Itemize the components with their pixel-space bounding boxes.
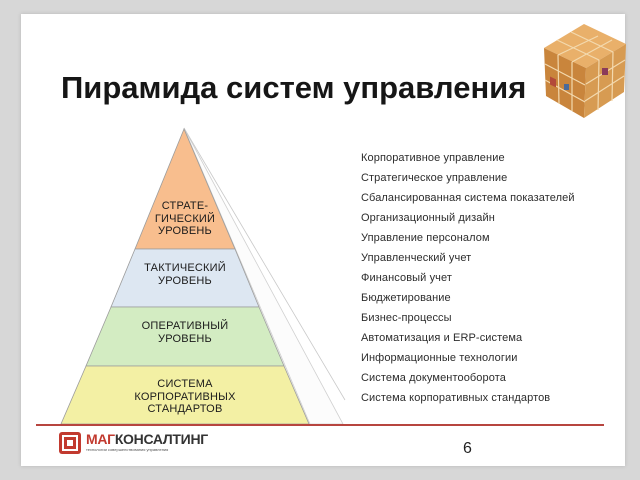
- footer-divider: [36, 424, 604, 426]
- level-label-line: СИСТЕМА: [157, 378, 213, 390]
- list-item: Автоматизация и ERP-система: [361, 332, 523, 344]
- list-item: Информационные технологии: [361, 352, 518, 364]
- list-item: Система документооборота: [361, 372, 506, 384]
- list-item: Бизнес-процессы: [361, 312, 452, 324]
- level-label-line: ГИЧЕСКИЙ: [154, 212, 216, 225]
- list-item: Корпоративное управление: [361, 152, 505, 164]
- logo-text: МАГКОНСАЛТИНГ: [86, 431, 208, 447]
- level-label-line: ТАКТИЧЕСКИЙ: [144, 262, 226, 274]
- logo-text-part2: КОНСАЛТИНГ: [114, 431, 208, 447]
- level-label-line: УРОВЕНЬ: [158, 332, 212, 345]
- logo-tagline: технологии совершенствования управления: [86, 447, 169, 452]
- list-item: Система корпоративных стандартов: [361, 392, 551, 404]
- page-number: 6: [463, 440, 472, 457]
- level-label-standards: СИСТЕМА КОРПОРАТИВНЫХ СТАНДАРТОВ: [115, 378, 255, 416]
- level-label-operational: ОПЕРАТИВНЫЙ УРОВЕНЬ: [125, 320, 245, 345]
- list-item: Бюджетирование: [361, 292, 451, 304]
- level-label-line: СТАНДАРТОВ: [147, 403, 223, 415]
- slide-title: Пирамида систем управления: [61, 70, 527, 105]
- logo-text-part1: МАГ: [86, 431, 115, 447]
- level-label-line: ОПЕРАТИВНЫЙ: [141, 320, 229, 332]
- list-item: Организационный дизайн: [361, 212, 495, 224]
- list-item: Финансовый учет: [361, 272, 452, 284]
- management-systems-list: Корпоративное управление Стратегическое …: [361, 148, 575, 408]
- level-label-line: КОРПОРАТИВНЫХ: [134, 390, 236, 403]
- level-label-line: УРОВЕНЬ: [158, 274, 212, 287]
- list-item: Управленческий учет: [361, 252, 472, 264]
- level-label-strategic: СТРАТЕ- ГИЧЕСКИЙ УРОВЕНЬ: [140, 200, 230, 238]
- list-item: Сбалансированная система показателей: [361, 192, 575, 204]
- list-item: Управление персоналом: [361, 232, 490, 244]
- level-label-tactical: ТАКТИЧЕСКИЙ УРОВЕНЬ: [125, 262, 245, 287]
- list-item: Стратегическое управление: [361, 172, 508, 184]
- level-label-line: УРОВЕНЬ: [158, 225, 212, 237]
- cube-image: [544, 24, 626, 118]
- logo-mark-icon: [59, 432, 81, 454]
- company-logo: МАГКОНСАЛТИНГ технологии совершенствован…: [59, 431, 208, 456]
- level-label-line: СТРАТЕ-: [161, 200, 209, 212]
